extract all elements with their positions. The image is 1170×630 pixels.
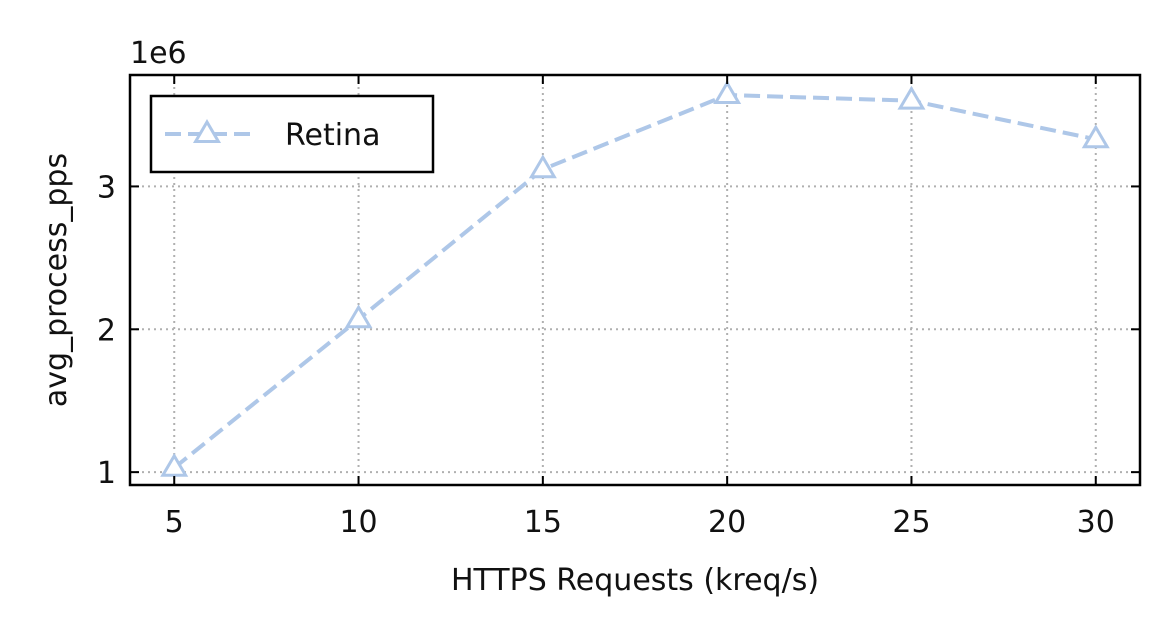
x-tick-label: 20 — [708, 505, 746, 540]
y-axis-scale-label: 1e6 — [130, 36, 187, 71]
grid-lines — [130, 75, 1140, 485]
data-point-triangle-marker — [344, 304, 373, 329]
x-tick-label: 25 — [892, 505, 930, 540]
x-tick-label: 30 — [1077, 505, 1115, 540]
data-point-triangle-marker — [897, 85, 926, 110]
y-axis-title: avg_process_pps — [39, 153, 74, 407]
legend: Retina — [149, 94, 435, 174]
series-layer — [160, 80, 1110, 477]
series-line — [172, 92, 1097, 470]
y-tick-label: 3 — [97, 170, 116, 205]
axis-ticks: 5 10 15 20 25 30 1 2 3 — [97, 75, 1140, 540]
legend-label: Retina — [285, 118, 380, 153]
data-point-triangle-marker — [1081, 124, 1110, 149]
data-point-triangle-marker — [160, 452, 189, 477]
x-axis-title: HTTPS Requests (kreq/s) — [451, 563, 819, 598]
x-tick-label: 10 — [339, 505, 377, 540]
plot-area-frame — [128, 73, 1142, 487]
y-tick-label: 2 — [97, 313, 116, 348]
x-tick-label: 15 — [524, 505, 562, 540]
data-point-triangle-marker — [528, 154, 557, 179]
legend-triangle-marker — [192, 119, 222, 143]
y-tick-label: 1 — [97, 456, 116, 491]
data-point-triangle-marker — [713, 80, 742, 104]
x-tick-label: 5 — [165, 505, 184, 540]
